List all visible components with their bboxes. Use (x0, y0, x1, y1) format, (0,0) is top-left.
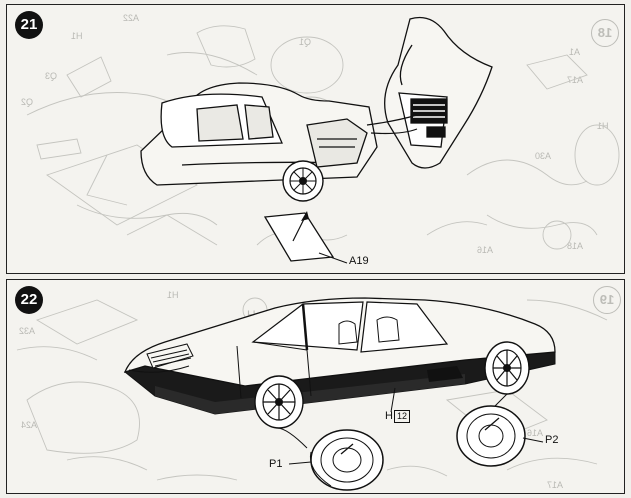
part-a19 (263, 211, 348, 264)
rear-tire-p2 (456, 393, 544, 467)
part-h-number-box: 12 (393, 410, 410, 423)
step-22-badge: 22 (15, 286, 43, 314)
ghost-artwork (26, 25, 620, 250)
part-h-letter: H (385, 410, 393, 422)
step-22-drawing (16, 297, 608, 491)
car-body-21 (140, 82, 378, 186)
car-body-22 (123, 297, 556, 415)
part-p1-label: P1 (269, 458, 283, 470)
engine-cover (384, 16, 493, 169)
rear-wheel-22 (484, 341, 530, 395)
part-a19-label: A19 (349, 255, 369, 267)
front-tire-p1 (276, 427, 384, 491)
step-22-panel: 22 19 H A16 A32 A24 A17 H1 (6, 279, 625, 494)
step-21-drawing (26, 16, 620, 264)
front-wheel-22 (254, 375, 304, 429)
wheel-21 (282, 160, 324, 202)
part-p2-label: P2 (545, 434, 559, 446)
step-21-badge: 21 (15, 11, 43, 39)
step-21-panel: 21 18 A22 H1 Q1 Q3 Q2 A1 A17 A30 H1 A18 … (6, 4, 625, 274)
